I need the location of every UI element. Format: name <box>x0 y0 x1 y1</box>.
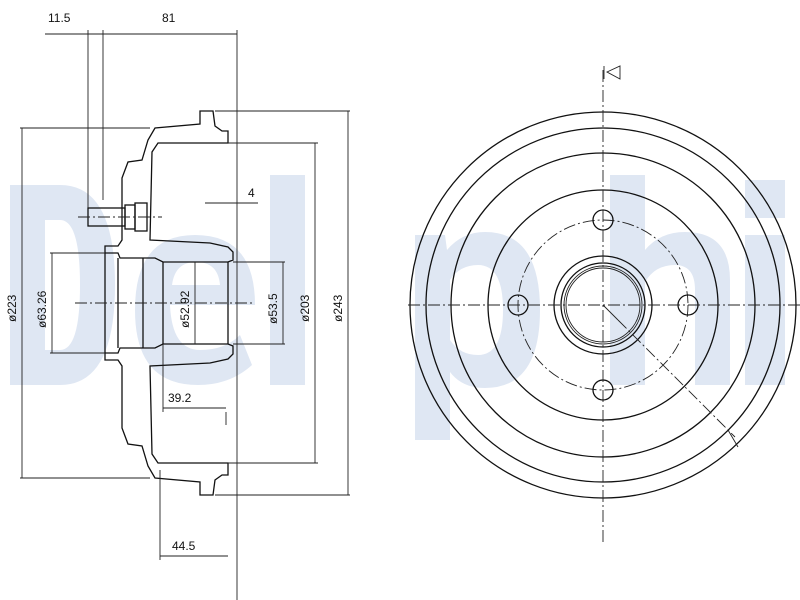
dim-81: 81 <box>162 11 176 25</box>
dim-44-5: 44.5 <box>172 539 196 553</box>
section-view: 11.5 81 4 39.2 44.5 ø223 ø63.26 ø52.92 ø… <box>5 11 350 600</box>
front-view <box>408 65 800 545</box>
dim-d243: ø243 <box>331 294 345 322</box>
dim-d203: ø203 <box>298 294 312 322</box>
delphi-watermark <box>10 175 785 440</box>
dim-d63-26: ø63.26 <box>35 290 49 328</box>
dimension-lines <box>20 30 350 600</box>
wheel-stud <box>78 202 162 232</box>
dim-d53-5: ø53.5 <box>266 293 280 324</box>
dim-11-5: 11.5 <box>48 11 71 25</box>
dim-d223: ø223 <box>5 294 19 322</box>
dim-d52-92: ø52.92 <box>178 290 192 328</box>
dim-39-2: 39.2 <box>168 391 192 405</box>
rotation-arrow-icon <box>603 65 621 80</box>
dim-4: 4 <box>248 186 255 200</box>
